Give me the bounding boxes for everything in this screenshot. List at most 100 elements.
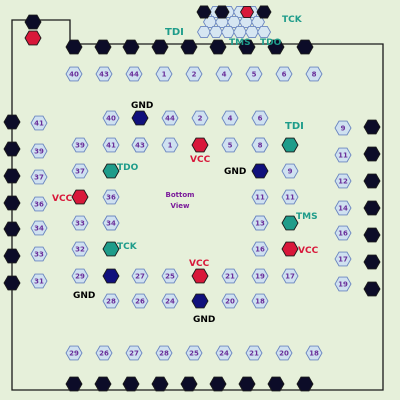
bottom-edge-pin-0-shape bbox=[65, 376, 83, 392]
outer-left-pin-6: 31 bbox=[30, 273, 48, 289]
inner-r7-pin-4-shape bbox=[251, 268, 269, 284]
inner-r7-pin-2-shape bbox=[161, 268, 179, 284]
bottom-edge-pin-7-shape bbox=[267, 376, 285, 392]
inner-r4-pin-2-shape bbox=[281, 189, 299, 205]
outer-top-pin-7-shape bbox=[275, 66, 293, 82]
outer-right-pin-3-shape bbox=[334, 200, 352, 216]
label-tck-top: TCK bbox=[282, 15, 303, 25]
left-edge-pin-3 bbox=[3, 195, 21, 211]
inner-r4-vcc bbox=[71, 189, 89, 205]
outer-bottom-pin-3-shape bbox=[155, 345, 173, 361]
outer-left-pin-6-number: 31 bbox=[34, 278, 44, 286]
outer-bottom-pin-1: 26 bbox=[95, 345, 113, 361]
inner-r7-pin-0-number: 29 bbox=[75, 273, 85, 281]
jtag-blank-pin-2 bbox=[214, 5, 230, 19]
top-edge-pin-5 bbox=[209, 39, 227, 55]
inner-r8-gnd-shape bbox=[191, 293, 209, 309]
left-edge-pin-0-shape bbox=[3, 114, 21, 130]
outer-left-pin-5: 33 bbox=[30, 246, 48, 262]
right-edge-pin-2-shape bbox=[363, 173, 381, 189]
right-edge-pin-3-shape bbox=[363, 200, 381, 216]
inner-r1-pin-4-shape bbox=[221, 110, 239, 126]
outer-top-pin-6-shape bbox=[245, 66, 263, 82]
outer-bottom-pin-2-shape bbox=[125, 345, 143, 361]
inner-r2-tdi bbox=[281, 137, 299, 153]
bottom-edge-pin-4 bbox=[180, 376, 198, 392]
inner-r1-pin-2-shape bbox=[161, 110, 179, 126]
inner-r2-vcc-shape bbox=[191, 137, 209, 153]
outer-left-pin-2: 37 bbox=[30, 169, 48, 185]
inner-r7-vcc bbox=[191, 268, 209, 284]
jtag-cell-9 bbox=[238, 15, 254, 29]
inner-r8-pin-0-number: 28 bbox=[106, 298, 116, 306]
outer-right-pin-5-shape bbox=[334, 251, 352, 267]
outer-left-pin-1-number: 39 bbox=[34, 148, 44, 156]
center-label-line2: View bbox=[171, 202, 190, 210]
outer-bottom-pin-1-number: 26 bbox=[99, 350, 109, 358]
inner-r8-gnd bbox=[191, 293, 209, 309]
outer-top-pin-5-shape bbox=[215, 66, 233, 82]
jtag-cell-13-shape bbox=[220, 25, 236, 39]
bottom-edge-pin-4-shape bbox=[180, 376, 198, 392]
bottom-edge-pin-3-shape bbox=[151, 376, 169, 392]
outer-right-pin-6-number: 19 bbox=[338, 281, 348, 289]
jtag-blank-pin-2-shape bbox=[214, 5, 230, 19]
inner-r7-pin-3: 21 bbox=[221, 268, 239, 284]
inner-r3-gnd-shape bbox=[251, 163, 269, 179]
outer-right-pin-0-shape bbox=[334, 120, 352, 136]
inner-r7-pin-2-number: 25 bbox=[165, 273, 175, 281]
outer-right-pin-3: 14 bbox=[334, 200, 352, 216]
outer-left-pin-1-shape bbox=[30, 143, 48, 159]
outer-top-pin-5: 4 bbox=[215, 66, 233, 82]
corner-pin-1 bbox=[24, 14, 42, 30]
left-edge-pin-3-shape bbox=[3, 195, 21, 211]
top-edge-pin-3-shape bbox=[151, 39, 169, 55]
outer-bottom-pin-5: 24 bbox=[215, 345, 233, 361]
inner-r7-pin-1-number: 27 bbox=[135, 273, 145, 281]
inner-r4-pin-2-number: 11 bbox=[285, 194, 295, 202]
label-vcc-3: VCC bbox=[298, 246, 319, 256]
top-edge-pin-1 bbox=[94, 39, 112, 55]
inner-r2-pin-0-shape bbox=[71, 137, 89, 153]
bottom-edge-pin-2-shape bbox=[122, 376, 140, 392]
outer-top-pin-0-shape bbox=[65, 66, 83, 82]
inner-extra-pin-3-number: 13 bbox=[255, 220, 265, 228]
center-label-line1: Bottom bbox=[166, 191, 195, 199]
jtag-blank-pin-1-shape bbox=[196, 5, 212, 19]
inner-r7-pin-5-number: 17 bbox=[285, 273, 295, 281]
outer-top-pin-3-shape bbox=[155, 66, 173, 82]
bottom-edge-pin-5-shape bbox=[209, 376, 227, 392]
jtag-cell-14 bbox=[232, 25, 248, 39]
inner-r4-pin-1-shape bbox=[251, 189, 269, 205]
outer-top-pin-1-shape bbox=[95, 66, 113, 82]
inner-r8-pin-4-number: 18 bbox=[255, 298, 265, 306]
inner-extra-pin-1-shape bbox=[251, 137, 269, 153]
left-edge-pin-4-shape bbox=[3, 221, 21, 237]
left-edge-pin-2-shape bbox=[3, 168, 21, 184]
board-outline bbox=[11, 19, 384, 391]
outer-top-pin-8-number: 8 bbox=[312, 71, 317, 79]
outer-right-pin-2-shape bbox=[334, 173, 352, 189]
inner-r8-pin-1-shape bbox=[131, 293, 149, 309]
inner-r7-pin-4-number: 19 bbox=[255, 273, 265, 281]
label-tdi-top: TDI bbox=[165, 27, 184, 38]
inner-extra-pin-1-number: 8 bbox=[258, 142, 263, 150]
inner-extra-pin-3-shape bbox=[251, 215, 269, 231]
inner-extra-pin-2-shape bbox=[102, 215, 120, 231]
inner-r7-pin-1: 27 bbox=[131, 268, 149, 284]
inner-r7-pin-0-shape bbox=[71, 268, 89, 284]
jtag-cell-8-shape bbox=[226, 15, 242, 29]
inner-r2-pin-4: 5 bbox=[221, 137, 239, 153]
outer-bottom-pin-6-shape bbox=[245, 345, 263, 361]
corner-pin-2-shape bbox=[24, 30, 42, 46]
inner-r2-pin-4-number: 5 bbox=[228, 142, 233, 150]
outer-bottom-pin-5-number: 24 bbox=[219, 350, 229, 358]
outer-bottom-pin-7-shape bbox=[275, 345, 293, 361]
inner-extra-pin-2: 34 bbox=[102, 215, 120, 231]
jtag-cell-14-shape bbox=[232, 25, 248, 39]
inner-r6-pin-0-shape bbox=[71, 241, 89, 257]
top-edge-pin-0 bbox=[65, 39, 83, 55]
inner-r8-pin-4-shape bbox=[251, 293, 269, 309]
edge-pins bbox=[3, 39, 381, 392]
